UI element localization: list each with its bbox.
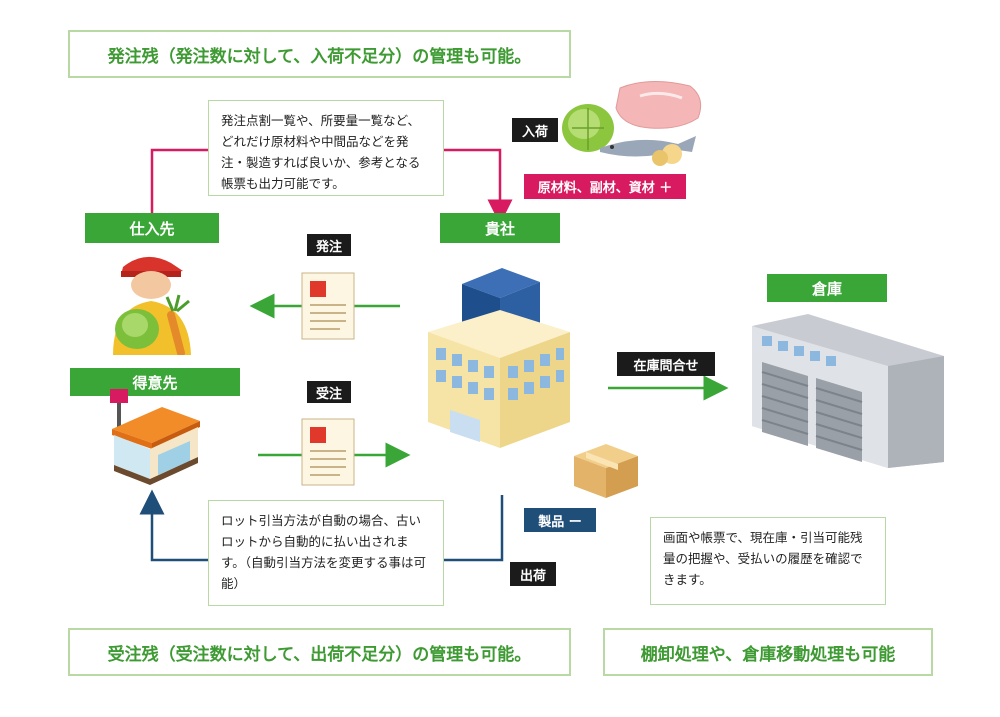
banner-inventory: 棚卸処理や、倉庫移動処理も可能 [603, 628, 933, 676]
company-building-icon [428, 268, 570, 448]
banner-order-backlog-text: 発注残（発注数に対して、入荷不足分）の管理も可能。 [107, 46, 532, 67]
tag-products-minus: 製品 ー [524, 508, 596, 532]
note-lot-allocation-text: ロット引当方法が自動の場合、古いロットから自動的に払い出されます。（自動引当方法… [221, 513, 427, 591]
note-stock-view-text: 画面や帳票で、現在庫・引当可能残量の把握や、受払いの履歴を確認できます。 [663, 530, 863, 587]
label-warehouse: 倉庫 [767, 274, 887, 302]
tag-order-in: 受注 [307, 381, 351, 403]
tag-order-out-text: 発注 [315, 239, 342, 255]
product-box-icon [574, 444, 638, 498]
banner-sales-backlog-text: 受注残（受注数に対して、出荷不足分）の管理も可能。 [107, 644, 532, 665]
label-customer: 得意先 [70, 368, 240, 396]
banner-inventory-text: 棚卸処理や、倉庫移動処理も可能 [640, 644, 896, 665]
label-supplier-text: 仕入先 [129, 219, 175, 238]
tag-stock-inquiry: 在庫問合せ [617, 352, 715, 376]
raw-materials-illustration [562, 80, 702, 166]
tag-stock-inquiry-text: 在庫問合せ [633, 358, 699, 374]
note-lot-allocation: ロット引当方法が自動の場合、古いロットから自動的に払い出されます。（自動引当方法… [208, 500, 444, 606]
supplier-person-icon [113, 256, 191, 355]
note-stock-view: 画面や帳票で、現在庫・引当可能残量の把握や、受払いの履歴を確認できます。 [650, 517, 886, 605]
banner-sales-backlog: 受注残（受注数に対して、出荷不足分）の管理も可能。 [68, 628, 571, 676]
tag-inbound: 入荷 [512, 118, 558, 142]
order-received-document-icon [301, 418, 355, 486]
label-warehouse-text: 倉庫 [811, 279, 842, 298]
label-company: 貴社 [440, 213, 560, 243]
tag-materials-plus: 原材料、副材、資材 ＋ [524, 174, 686, 199]
label-supplier: 仕入先 [85, 213, 219, 243]
note-order-report-text: 発注点割一覧や、所要量一覧など、どれだけ原材料や中間品などを発注・製造すれば良い… [221, 113, 421, 191]
label-company-text: 貴社 [484, 219, 515, 238]
order-document-icon [301, 272, 355, 340]
customer-shop-icon [110, 389, 200, 485]
tag-inbound-text: 入荷 [521, 124, 548, 140]
tag-outbound: 出荷 [510, 562, 556, 586]
note-order-report: 発注点割一覧や、所要量一覧など、どれだけ原材料や中間品などを発注・製造すれば良い… [208, 100, 444, 196]
label-customer-text: 得意先 [132, 373, 178, 392]
banner-order-backlog: 発注残（発注数に対して、入荷不足分）の管理も可能。 [68, 30, 571, 78]
tag-outbound-text: 出荷 [519, 568, 546, 584]
warehouse-icon [752, 314, 944, 468]
tag-materials-plus-text: 原材料、副材、資材 ＋ [537, 181, 673, 196]
tag-order-out: 発注 [307, 234, 351, 256]
tag-products-minus-text: 製品 ー [538, 514, 582, 530]
tag-order-in-text: 受注 [315, 386, 342, 402]
